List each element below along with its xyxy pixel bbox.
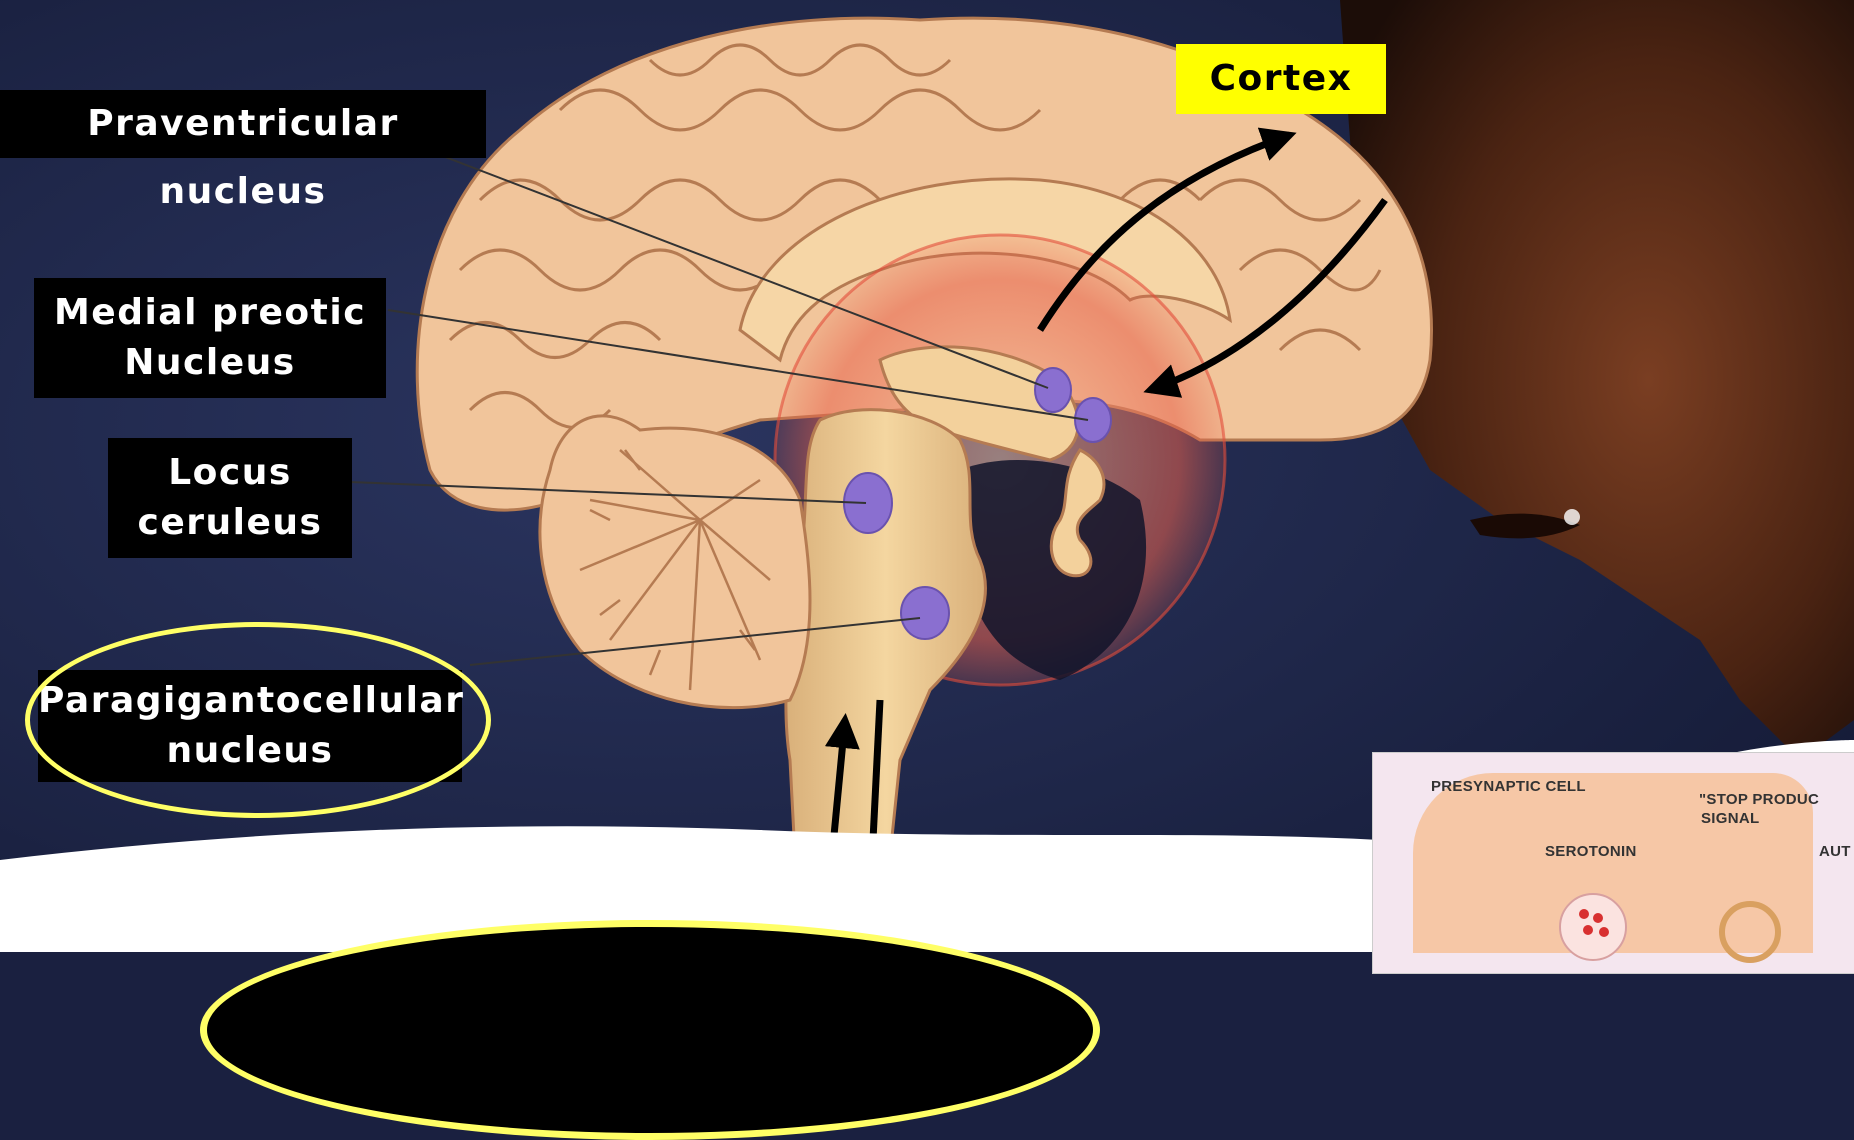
highlight-ring-bottom [200, 920, 1100, 1140]
paragigantocellular-dot [901, 587, 949, 639]
vesicle [1559, 893, 1627, 961]
locus-ceruleus-label: Locus ceruleus [108, 438, 352, 558]
inset-auto-label: AUT [1819, 843, 1851, 860]
inset-stop-label-2: SIGNAL [1701, 810, 1759, 827]
medial-preoptic-dot [1075, 398, 1111, 442]
inset-serotonin-label: SEROTONIN [1545, 843, 1637, 860]
paraventricular-dot [1035, 368, 1071, 412]
synapse-inset: PRESYNAPTIC CELL "STOP PRODUC SIGNAL SER… [1372, 752, 1854, 974]
medial-preoptic-label: Medial preotic Nucleus [34, 278, 386, 398]
inset-stop-label-1: "STOP PRODUC [1699, 791, 1819, 808]
highlight-ring [25, 622, 491, 818]
paraventricular-label: Praventricular nucleus [0, 90, 486, 158]
receptor [1719, 901, 1781, 963]
cortex-label: Cortex [1176, 44, 1386, 114]
inset-presynaptic-label: PRESYNAPTIC CELL [1431, 778, 1586, 795]
